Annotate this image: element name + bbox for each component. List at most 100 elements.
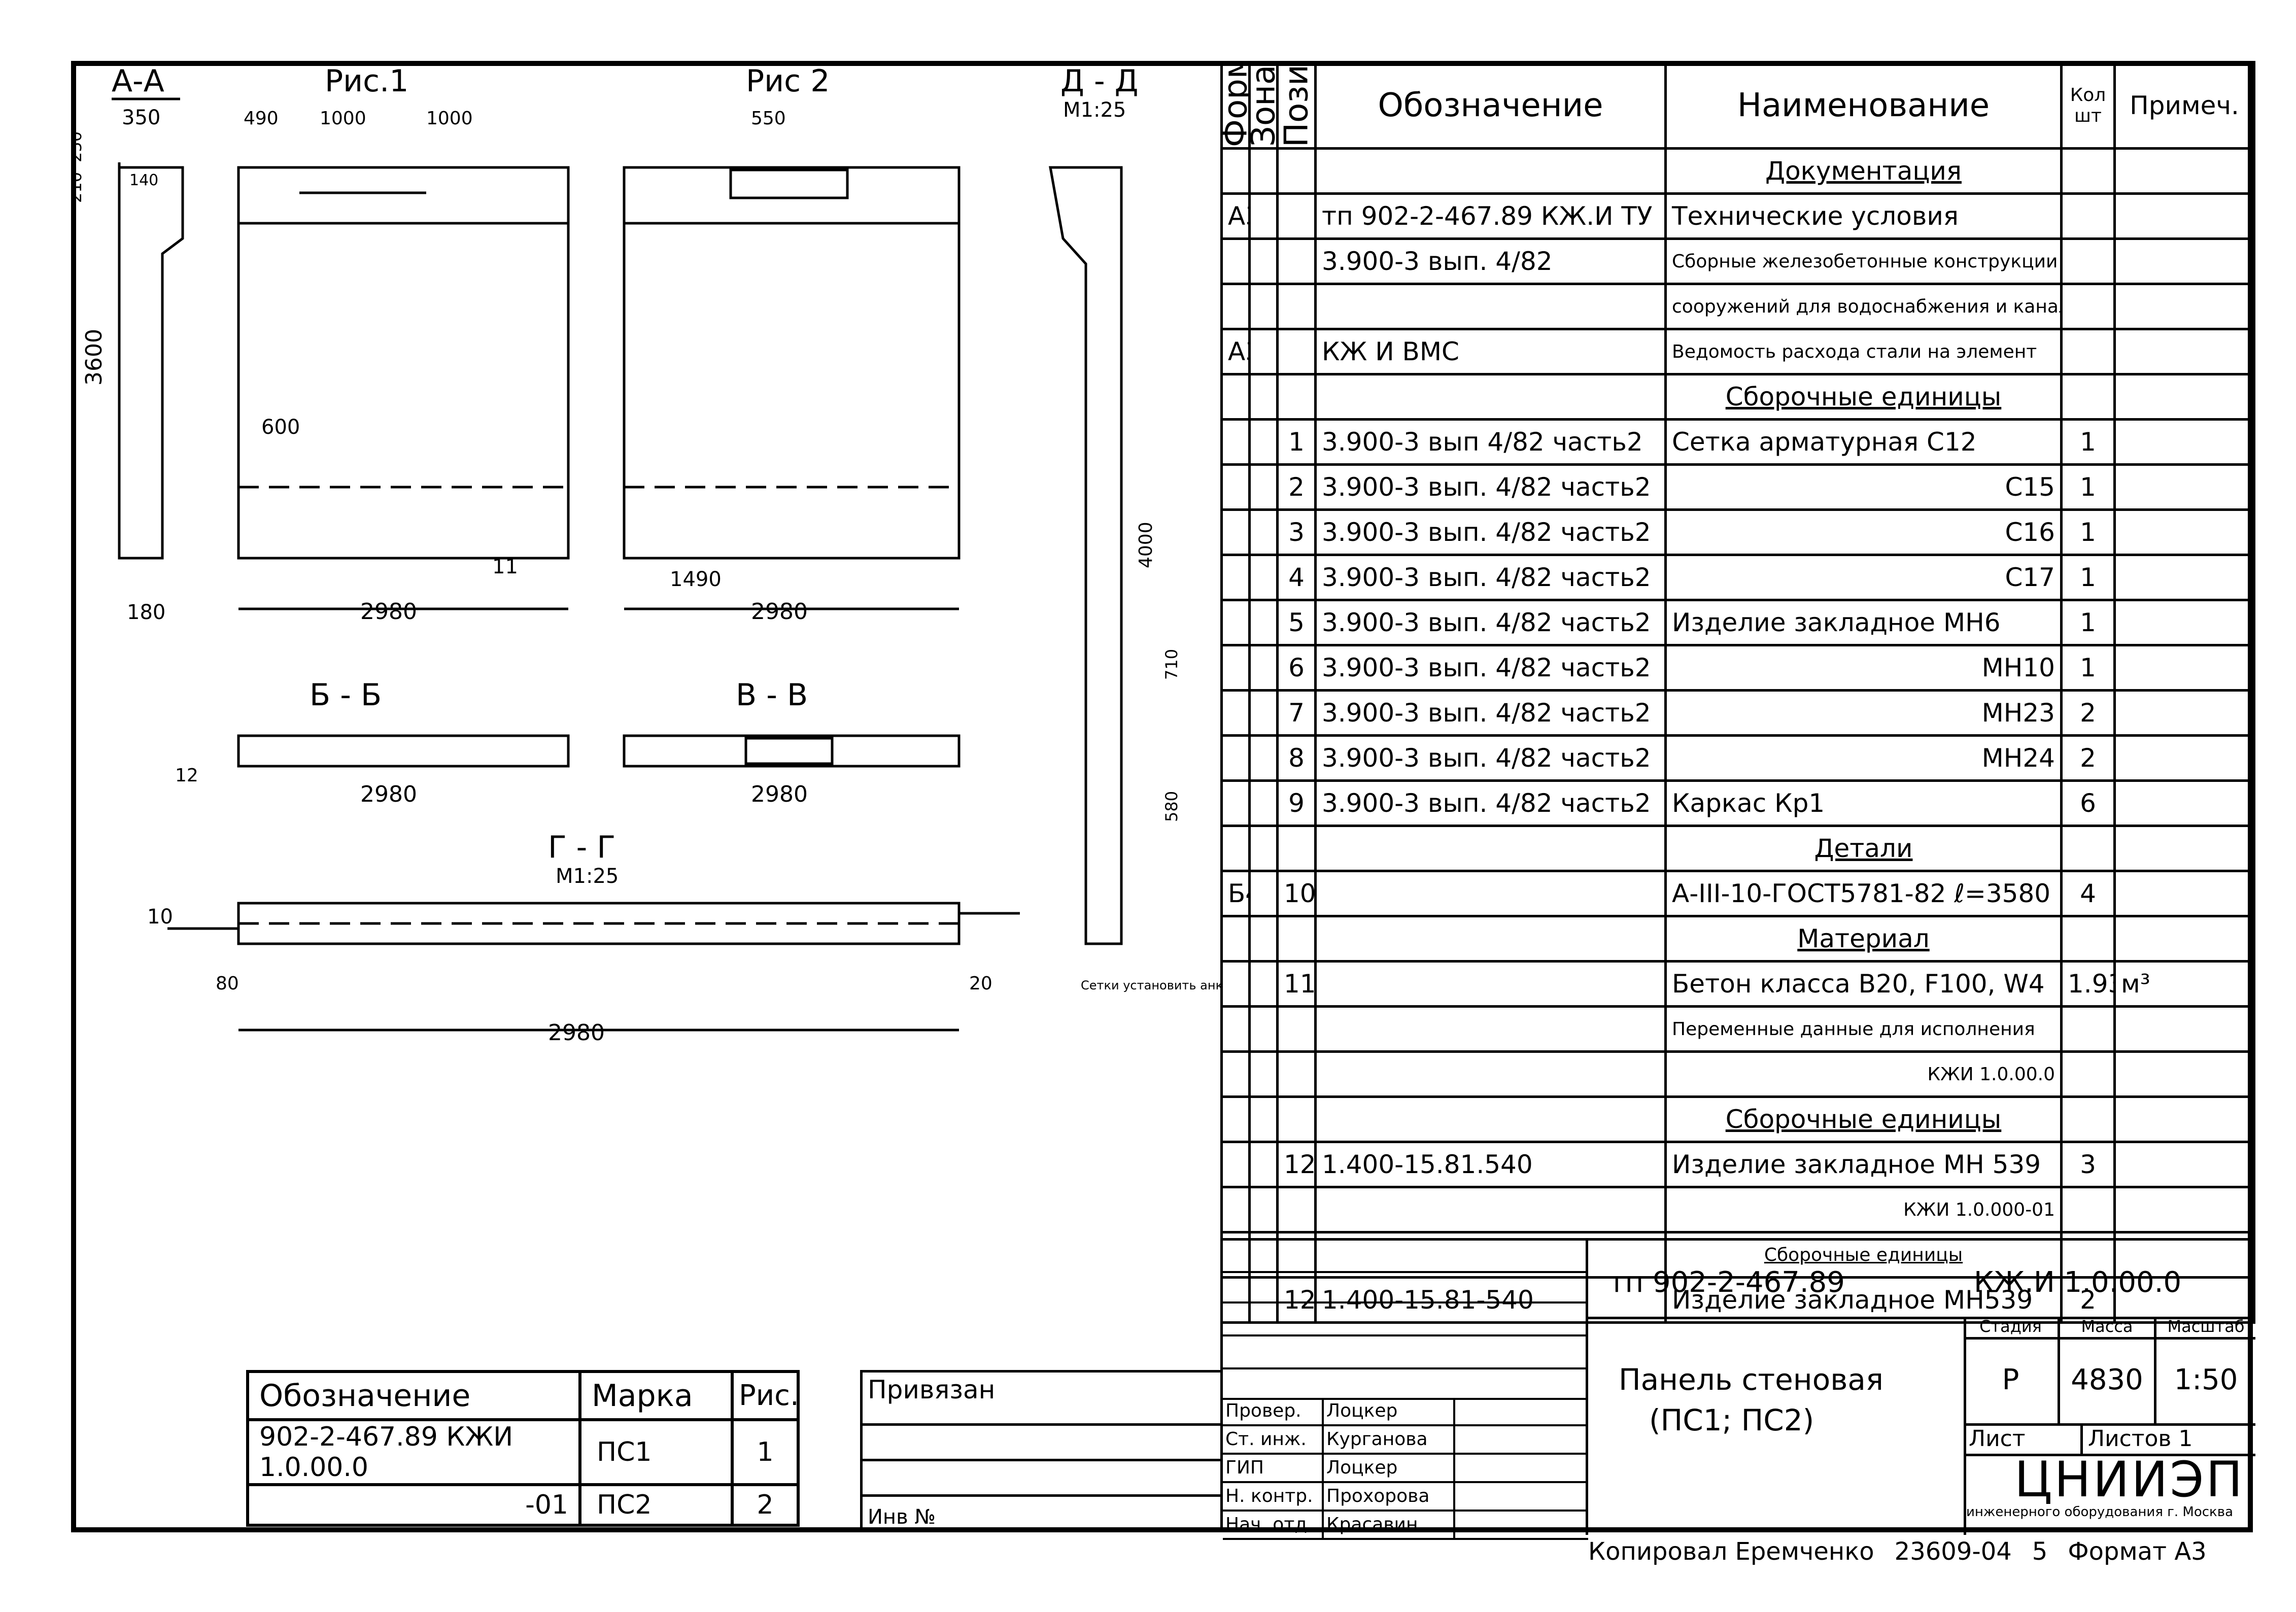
spec-row: Документация <box>1220 147 2255 195</box>
mass-value: 4830 <box>2060 1337 2156 1423</box>
spec-cell-name: Материал <box>1664 915 2063 963</box>
spec-cell-name: сооружений для водоснабжения и канализац… <box>1664 283 2063 330</box>
spec-cell-pos <box>1276 1186 1317 1233</box>
spec-row: Сборочные единицы <box>1220 373 2255 421</box>
spec-cell-qty <box>2060 1050 2116 1098</box>
spec-row: КЖИ 1.0.00.0 <box>1220 1050 2255 1098</box>
spec-cell-format <box>1220 554 1251 601</box>
svg-text:2980: 2980 <box>548 1020 605 1046</box>
inv-label: Инв № <box>868 1505 936 1529</box>
signature-row: Провер.Лоцкер <box>1223 1398 1588 1426</box>
scale-label: Масштаб <box>2167 1317 2245 1336</box>
spec-cell-qty: 6 <box>2060 779 2116 827</box>
spec-cell-name: КЖИ 1.0.000-01 <box>1664 1186 2063 1233</box>
svg-text:600: 600 <box>261 416 300 439</box>
spec-cell-qty <box>2060 1005 2116 1053</box>
role-label: ГИП <box>1223 1455 1324 1481</box>
spec-row: Материал <box>1220 915 2255 963</box>
spec-cell-qty: 1 <box>2060 463 2116 511</box>
marks-header-fig: Рис. <box>731 1370 800 1421</box>
spec-cell-pos: 2 <box>1276 463 1317 511</box>
sheets-label: Листов 1 <box>2088 1426 2193 1452</box>
spec-cell-pos <box>1276 283 1317 330</box>
spec-cell-qty: 1 <box>2060 418 2116 466</box>
binding-block: Привязан Инв № <box>860 1370 1223 1532</box>
spec-cell-format <box>1220 689 1251 737</box>
spec-cell-name: МН23 <box>1664 689 2063 737</box>
svg-text:12: 12 <box>175 765 198 786</box>
spec-cell-zone <box>1248 1095 1279 1143</box>
spec-cell-zone <box>1248 463 1279 511</box>
spec-cell-pos: 12 <box>1276 1141 1317 1188</box>
role-name: Красавин <box>1324 1512 1455 1538</box>
spec-cell-designation: 3.900-3 вып. 4/82 часть2 <box>1314 508 1667 556</box>
spec-cell-note <box>2113 328 2255 375</box>
spec-cell-designation: 3.900-3 вып. 4/82 часть2 <box>1314 689 1667 737</box>
spec-cell-zone <box>1248 1141 1279 1188</box>
svg-text:2980: 2980 <box>751 599 808 625</box>
spec-cell-pos <box>1276 373 1317 421</box>
footer: Копировал Еремченко 23609-04 5 Формат А3 <box>1588 1537 2207 1566</box>
spec-cell-format <box>1220 463 1251 511</box>
spec-cell-designation: тп 902-2-467.89 КЖ.И ТУ <box>1314 192 1667 240</box>
spec-cell-zone <box>1248 328 1279 375</box>
svg-text:1000: 1000 <box>426 108 473 129</box>
spec-cell-note <box>2113 779 2255 827</box>
svg-text:250: 250 <box>71 131 85 162</box>
spec-cell-designation <box>1314 960 1667 1008</box>
spec-cell-name: МН24 <box>1664 734 2063 782</box>
spec-cell-qty <box>2060 373 2116 421</box>
spec-cell-name: Бетон класса В20, F100, W4 <box>1664 960 2063 1008</box>
binding-label: Привязан <box>868 1375 996 1404</box>
spec-cell-note <box>2113 1005 2255 1053</box>
sheet-title: Панель стеновая <box>1619 1362 1883 1397</box>
signature-row: Н. контр.Прохорова <box>1223 1483 1588 1512</box>
spec-cell-pos <box>1276 147 1317 195</box>
spec-cell-zone <box>1248 192 1279 240</box>
spec-cell-designation <box>1314 915 1667 963</box>
signature-row: Ст. инж.Курганова <box>1223 1426 1588 1455</box>
spec-cell-designation <box>1314 1186 1667 1233</box>
spec-cell-designation: 3.900-3 вып. 4/82 часть2 <box>1314 463 1667 511</box>
section-a-a-label: А-А <box>112 63 164 99</box>
spec-cell-format <box>1220 915 1251 963</box>
spec-cell-qty <box>2060 915 2116 963</box>
spec-cell-designation: 3.900-3 вып. 4/82 часть2 <box>1314 644 1667 692</box>
spec-cell-qty: 1 <box>2060 599 2116 646</box>
spec-cell-qty <box>2060 1095 2116 1143</box>
spec-cell-note <box>2113 1095 2255 1143</box>
spec-cell-name: Сборные железобетонные конструкции емкос… <box>1664 237 2063 285</box>
spec-cell-zone <box>1248 1005 1279 1053</box>
spec-cell-designation: 3.900-3 вып. 4/82 часть2 <box>1314 599 1667 646</box>
spec-cell-zone <box>1248 147 1279 195</box>
spec-cell-format <box>1220 1186 1251 1233</box>
spec-cell-zone <box>1248 599 1279 646</box>
marks-header-designation: Обозначение <box>246 1370 581 1421</box>
spec-cell-pos: 6 <box>1276 644 1317 692</box>
spec-cell-name: С17 <box>1664 554 2063 601</box>
spec-cell-name: С16 <box>1664 508 2063 556</box>
spec-cell-zone <box>1248 870 1279 917</box>
spec-cell-note <box>2113 689 2255 737</box>
svg-text:20: 20 <box>969 973 992 994</box>
svg-text:490: 490 <box>244 108 279 129</box>
spec-cell-pos: 11 <box>1276 960 1317 1008</box>
spec-cell-note <box>2113 599 2255 646</box>
spec-cell-designation <box>1314 373 1667 421</box>
spec-cell-zone <box>1248 1050 1279 1098</box>
spec-cell-pos: 4 <box>1276 554 1317 601</box>
svg-text:11: 11 <box>492 555 518 578</box>
spec-header-row: Формат Зона Позиц. Обозначение Наименова… <box>1221 61 2255 150</box>
marks-row: -01 ПС2 2 <box>246 1483 800 1527</box>
spec-cell-qty <box>2060 825 2116 872</box>
specification-table: Формат Зона Позиц. Обозначение Наименова… <box>1220 61 2255 1324</box>
marks-header-mark: Марка <box>578 1370 734 1421</box>
spec-cell-format: Б4 <box>1220 870 1251 917</box>
spec-cell-note <box>2113 554 2255 601</box>
sheet-label: Лист <box>1964 1426 2083 1454</box>
signature-row: Нач. отд.Красавин <box>1223 1512 1588 1540</box>
